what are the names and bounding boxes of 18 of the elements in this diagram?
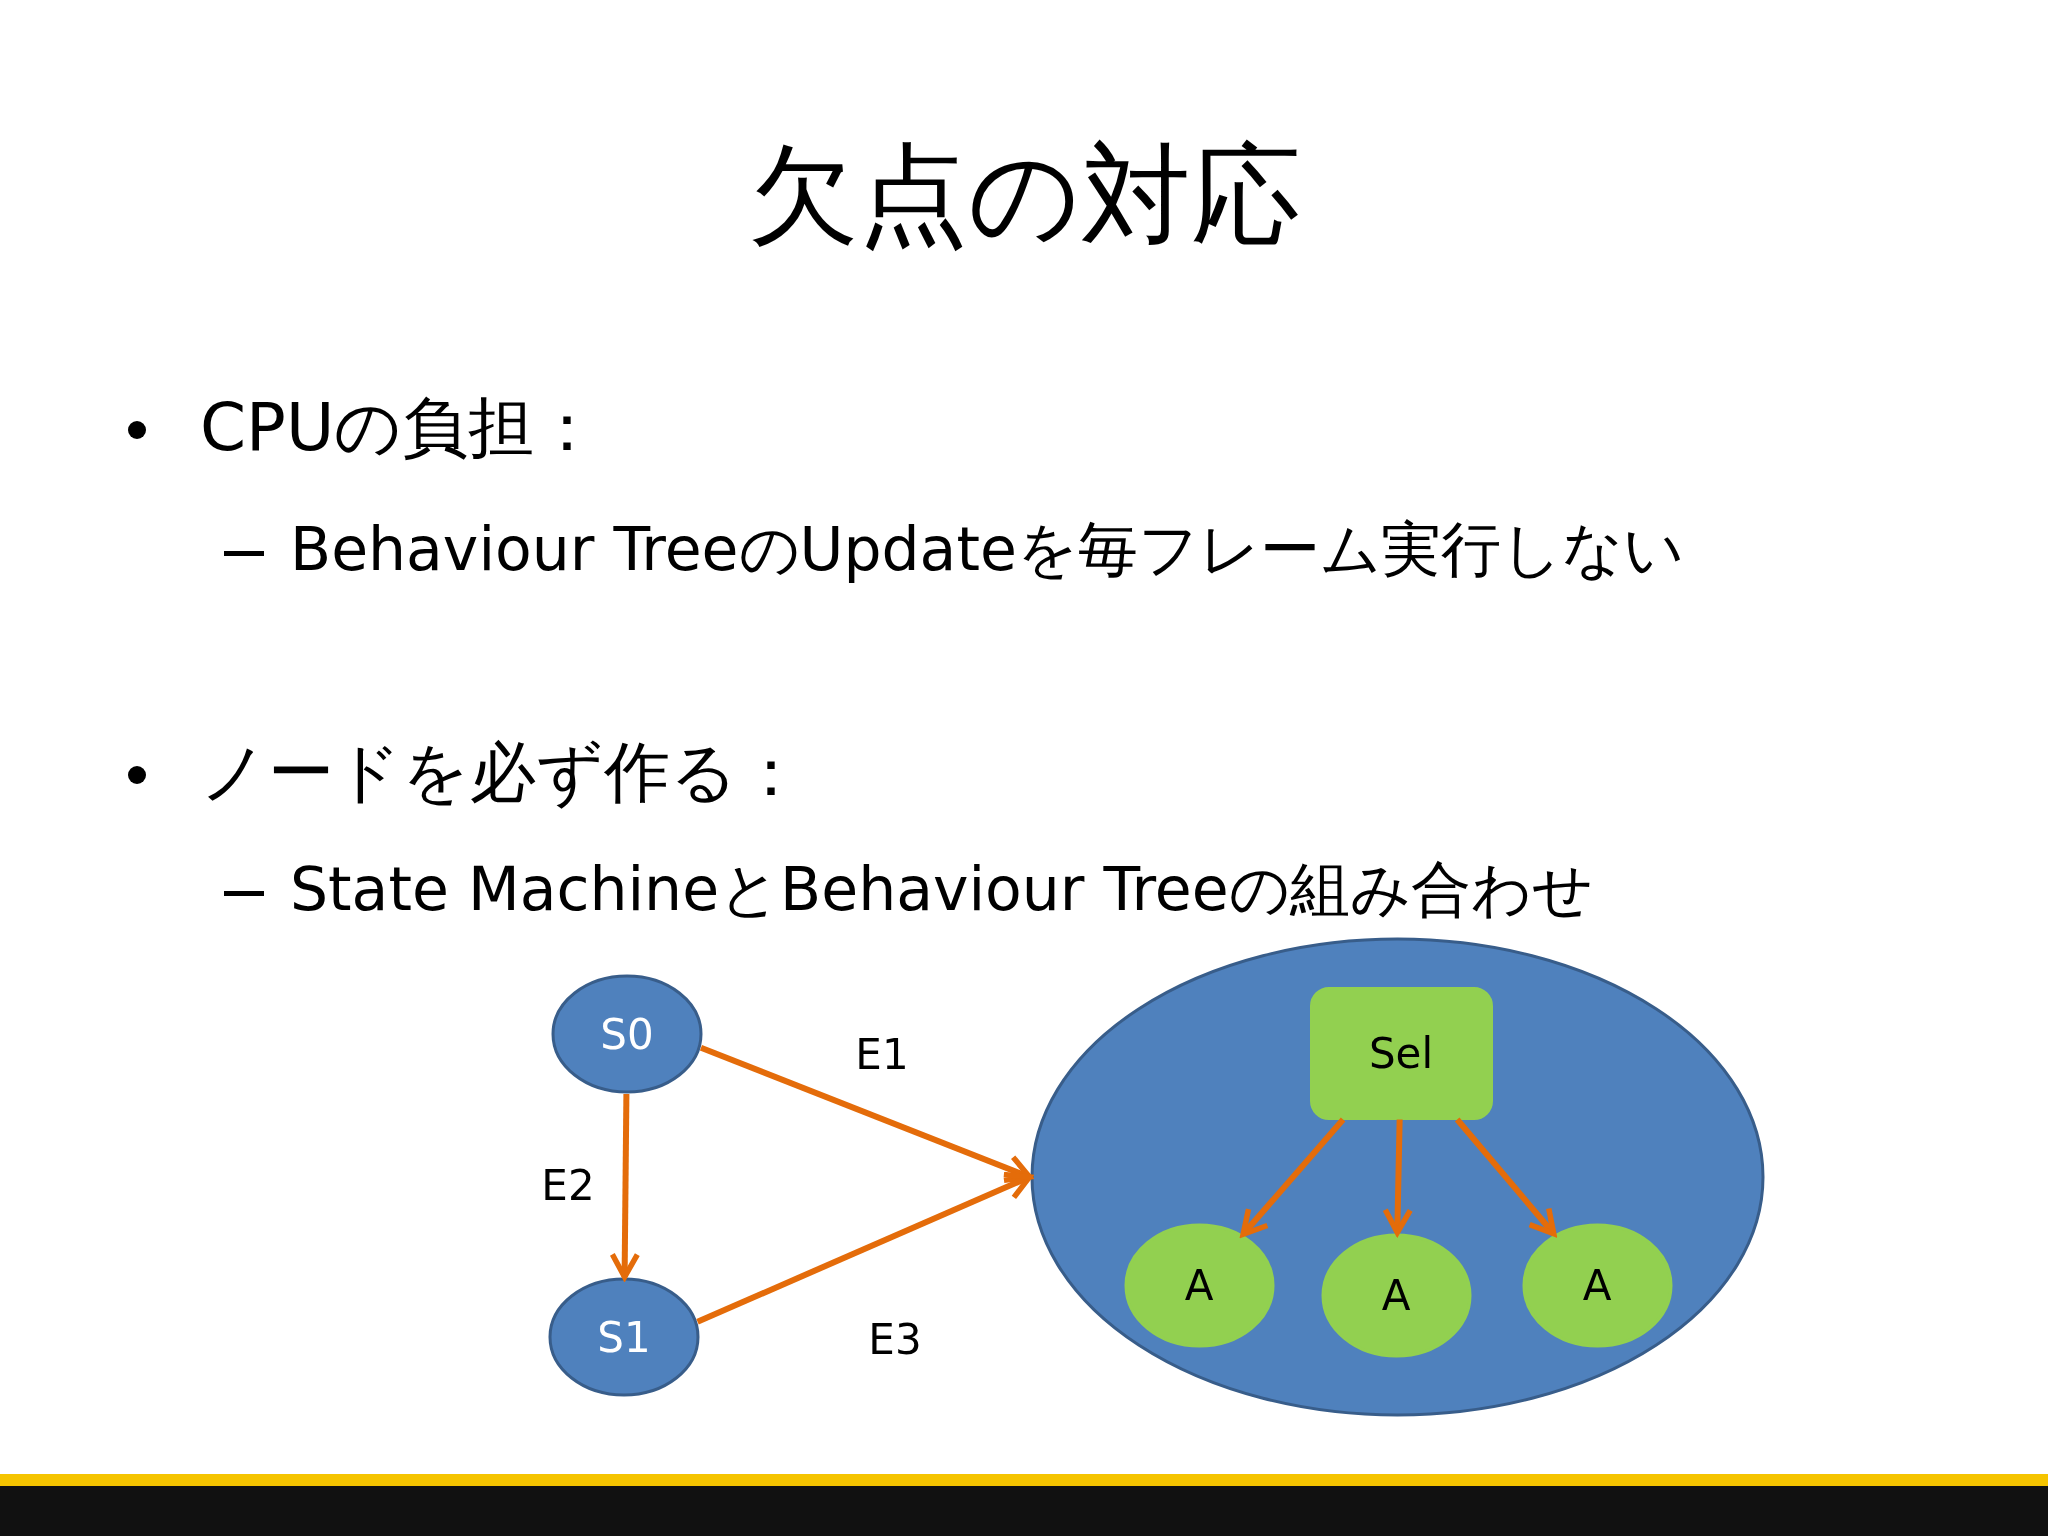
node-box: Sel	[1309, 986, 1493, 1120]
arrow	[609, 1093, 641, 1280]
title: 欠点の対応	[746, 130, 1302, 260]
node-ellipse: S1	[548, 1277, 700, 1397]
bullet-text: CPUの負担：	[200, 388, 602, 468]
arrow	[696, 1171, 1033, 1325]
sub-bullet-text: State MachineとBehaviour Treeの組み合わせ	[290, 853, 1594, 926]
node-ellipse: A	[1123, 1222, 1275, 1348]
bullet-text: ノードを必ず作る：	[200, 733, 805, 813]
node-ellipse: A	[1521, 1222, 1673, 1348]
arrow	[699, 1044, 1033, 1184]
arrow	[1454, 1117, 1557, 1237]
sub-bullet-text: Behaviour TreeのUpdateを毎フレーム実行しない	[290, 513, 1685, 586]
arrow	[1382, 1119, 1413, 1236]
arrow	[1240, 1117, 1346, 1238]
ellipse-shape	[1029, 937, 1765, 1417]
node-ellipse: A	[1320, 1232, 1472, 1358]
node-ellipse: S0	[551, 974, 703, 1094]
